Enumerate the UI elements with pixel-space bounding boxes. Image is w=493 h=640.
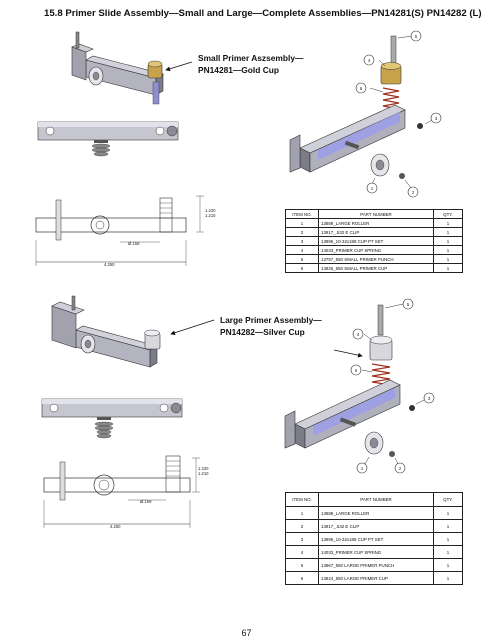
large-callout-line2: PN14282—Silver Cup xyxy=(220,327,305,337)
item-number-cell: 1 xyxy=(285,506,319,520)
part-number-cell: 14033_PRIMER CUP SPRING xyxy=(318,545,434,559)
small-dim-height: 1.220 xyxy=(205,208,216,213)
item-number-cell: 4 xyxy=(285,245,319,255)
qty-cell: 1 xyxy=(433,254,463,264)
small-balloon-1: 1 xyxy=(371,186,374,191)
small-col-part: PART NUMBER xyxy=(318,209,434,219)
small-balloon-3b: 3 xyxy=(435,116,438,121)
item-number-cell: 1 xyxy=(285,218,319,228)
small-slide-iso-view xyxy=(71,31,164,105)
item-number-cell: 6 xyxy=(285,571,319,585)
qty-cell: 1 xyxy=(433,532,463,546)
qty-cell: 1 xyxy=(433,218,463,228)
small-dim-height2: 1.210 xyxy=(205,213,216,218)
large-balloon-6: 6 xyxy=(355,368,358,373)
part-number-cell: 13996_10-32x188 CUP PT SET xyxy=(318,532,434,546)
part-number-cell: 13757_550 SMALL PRIMER PUNCH xyxy=(318,254,434,264)
part-number-cell: 13825_550 SMALL PRIMER CUP xyxy=(318,263,434,273)
small-slide-plan-view xyxy=(35,195,204,266)
qty-cell: 1 xyxy=(433,571,463,585)
large-slide-iso-view xyxy=(51,295,161,368)
item-number-cell: 5 xyxy=(285,558,319,572)
small-balloon-4: 4 xyxy=(368,58,371,63)
large-assembly-callout: Large Primer Assembly— PN14282—Silver Cu… xyxy=(220,314,322,338)
large-exploded-view xyxy=(284,303,425,465)
item-number-cell: 6 xyxy=(285,263,319,273)
part-number-cell: 13889_LARGE ROLLER xyxy=(318,506,434,520)
qty-cell: 1 xyxy=(433,519,463,533)
small-dim-diameter: Ø.159 xyxy=(128,241,140,246)
part-number-cell: 13996_10-32x188 CUP PT SET xyxy=(318,236,434,246)
qty-cell: 1 xyxy=(433,506,463,520)
small-balloons: 5 4 6 3 1 2 xyxy=(355,30,442,198)
item-number-cell: 3 xyxy=(285,532,319,546)
large-col-qty: QTY. xyxy=(433,492,463,507)
qty-cell: 1 xyxy=(433,236,463,246)
qty-cell: 1 xyxy=(433,545,463,559)
part-number-cell: 13824_550 LARGE PRIMER CUP xyxy=(318,571,434,585)
large-slide-plan-view xyxy=(43,455,200,528)
small-assembly-callout: Small Primer Aszsembly— PN14281—Gold Cup xyxy=(198,52,303,76)
item-number-cell: 4 xyxy=(285,545,319,559)
small-dim-length: 4.250 xyxy=(104,262,115,267)
part-number-cell: 13917_.532 E CLIP xyxy=(318,519,434,533)
large-slide-side-view xyxy=(41,398,183,439)
large-balloon-2: 2 xyxy=(399,466,402,471)
small-balloon-5: 5 xyxy=(415,34,418,39)
small-exploded-view xyxy=(289,35,433,189)
large-balloon-4: 4 xyxy=(357,332,360,337)
large-dim-height2: 1.210 xyxy=(198,471,209,476)
item-number-cell: 3 xyxy=(285,236,319,246)
item-number-cell: 2 xyxy=(285,227,319,237)
large-dim-length: 4.250 xyxy=(110,524,121,529)
small-slide-side-view xyxy=(37,121,179,157)
small-callout-line1: Small Primer Aszsembly— xyxy=(198,53,304,63)
part-number-cell: 13967_550 LARGE PRIMER PUNCH xyxy=(318,558,434,572)
large-callout-line1: Large Primer Assembly— xyxy=(220,315,322,325)
large-dim-height: 1.220 xyxy=(198,466,209,471)
small-col-qty: QTY. xyxy=(433,209,463,219)
part-number-cell: 13917_.532 E CLIP xyxy=(318,227,434,237)
large-balloons: 5 4 6 3 1 2 xyxy=(350,298,435,474)
large-dim-diameter: Ø.159 xyxy=(140,499,152,504)
large-col-part: PART NUMBER xyxy=(318,492,434,507)
qty-cell: 1 xyxy=(433,227,463,237)
part-number-cell: 14033_PRIMER CUP SPRING xyxy=(318,245,434,255)
large-balloon-5: 5 xyxy=(407,302,410,307)
qty-cell: 1 xyxy=(433,263,463,273)
small-balloon-2: 2 xyxy=(412,190,415,195)
item-number-cell: 5 xyxy=(285,254,319,264)
section-title: 15.8 Primer Slide Assembly—Small and Lar… xyxy=(44,8,482,19)
small-balloon-3: 6 xyxy=(360,86,363,91)
part-number-cell: 13889_LARGE ROLLER xyxy=(318,218,434,228)
item-number-cell: 2 xyxy=(285,519,319,533)
large-col-item: ITEM NO. xyxy=(285,492,319,507)
qty-cell: 1 xyxy=(433,558,463,572)
page-number: 67 xyxy=(241,628,252,638)
large-balloon-3: 3 xyxy=(428,396,431,401)
qty-cell: 1 xyxy=(433,245,463,255)
small-callout-line2: PN14281—Gold Cup xyxy=(198,65,279,75)
small-col-item: ITEM NO. xyxy=(285,209,319,219)
large-balloon-1: 1 xyxy=(361,466,364,471)
